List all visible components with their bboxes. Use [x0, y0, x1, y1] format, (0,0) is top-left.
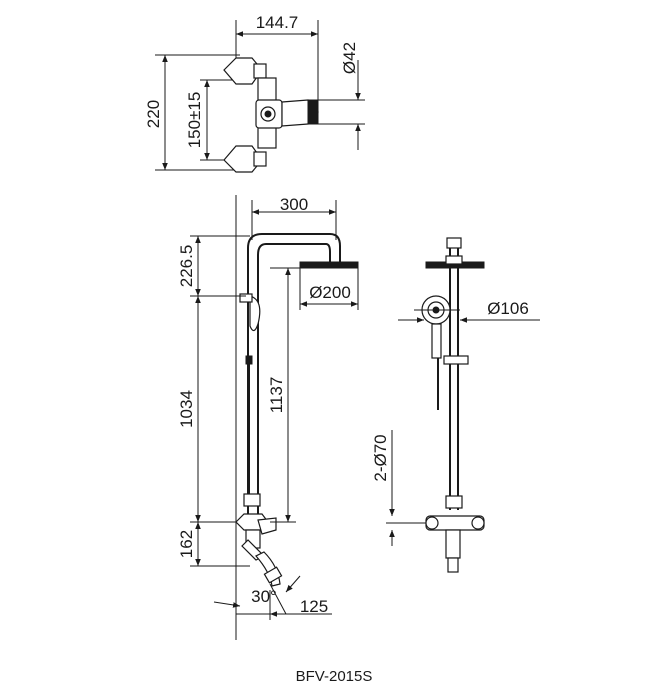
rail-height-label: 1034 [177, 390, 196, 428]
flange-diameter-label: 2-Ø70 [371, 434, 390, 481]
top-height-label: 226.5 [177, 245, 196, 288]
front-view-shower-column [386, 237, 540, 573]
model-code-label: BFV-2015S [296, 668, 373, 685]
side-view-shower-column [190, 195, 359, 640]
spout-angle-label: 30° [251, 587, 277, 606]
mixer-spacing-label: 150±15 [185, 92, 204, 149]
arm-length-label: 300 [280, 195, 308, 214]
mixer-width-label: 144.7 [256, 13, 299, 32]
top-view-mixer [155, 20, 365, 173]
mixer-height-label: 220 [144, 100, 163, 128]
riser-height-label: 1137 [267, 377, 286, 414]
base-height-label: 162 [177, 530, 196, 558]
mixer-diameter-label: Ø42 [340, 42, 359, 74]
head-diameter-label: Ø200 [309, 283, 351, 302]
hand-shower-diameter-label: Ø106 [487, 299, 529, 318]
spout-length-label: 125 [300, 597, 328, 616]
